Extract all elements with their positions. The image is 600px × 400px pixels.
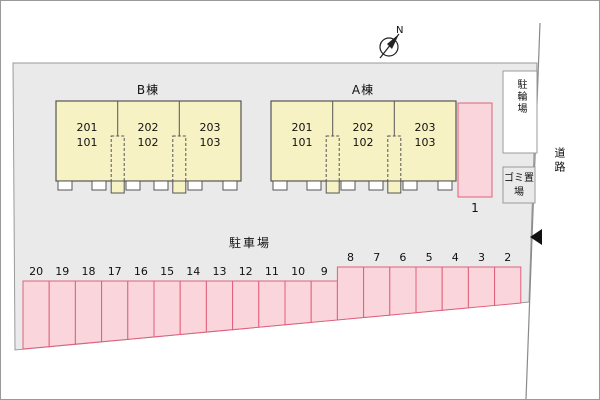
parking-area-label: 駐車場: [228, 236, 271, 250]
stairwell: [325, 135, 340, 182]
parking-stall-number: 17: [107, 265, 122, 278]
unit-room-lower: 102: [352, 136, 374, 149]
unit-room-lower: 103: [199, 136, 221, 149]
parking-stall: [389, 266, 417, 316]
unit-label-b1: 201 101: [67, 120, 107, 150]
parking-stall: [205, 280, 234, 333]
entrance-porch: [125, 180, 141, 191]
road-label: 道路: [553, 147, 566, 175]
unit-room-upper: 202: [137, 121, 159, 134]
parking-stall-number: 3: [477, 251, 485, 264]
unit-label-a3: 203 103: [405, 120, 445, 150]
bicycle-parking-box: [502, 70, 538, 154]
bicycle-parking-label: 駐輪場: [515, 79, 526, 115]
parking-stall-number: 10: [291, 265, 306, 278]
parking-space-1-number: 1: [471, 201, 479, 215]
stairwell: [172, 135, 187, 182]
parking-stall-number: 6: [399, 251, 407, 264]
unit-room-lower: 103: [414, 136, 436, 149]
parking-stall: [310, 280, 338, 323]
parking-stall-number: 20: [29, 265, 44, 278]
parking-stall: [494, 266, 522, 306]
parking-space-1: [457, 102, 493, 198]
entrance-porch: [340, 180, 356, 191]
north-label: N: [396, 25, 404, 36]
parking-stall-number: 12: [238, 265, 253, 278]
unit-room-upper: 203: [199, 121, 221, 134]
building-b-outline: [55, 100, 242, 182]
stairwell-landing: [110, 180, 125, 194]
parking-stall-number: 2: [504, 251, 512, 264]
parking-stall: [467, 266, 496, 309]
stairwell-landing: [325, 180, 340, 194]
parking-stall-number: 14: [186, 265, 201, 278]
building-a: [270, 100, 457, 194]
road-line: [525, 22, 541, 399]
building-a-name: A棟: [351, 83, 375, 97]
unit-room-upper: 202: [352, 121, 374, 134]
parking-stall-number: 11: [264, 265, 279, 278]
parking-stall: [232, 280, 260, 331]
parking-stall-number: 4: [451, 251, 459, 264]
entrance-porch: [437, 180, 453, 191]
entrance-porch: [153, 180, 169, 191]
parking-stall: [127, 280, 155, 340]
entrance-porch: [91, 180, 107, 191]
parking-stall: [48, 280, 76, 348]
entrance-porch: [222, 180, 238, 191]
unit-label-b3: 203 103: [190, 120, 230, 150]
parking-stall-number: 15: [160, 265, 175, 278]
unit-label-b2: 202 102: [128, 120, 168, 150]
parking-stall-number: 8: [346, 251, 354, 264]
parking-stall-number: 5: [425, 251, 433, 264]
parking-stall-number: 7: [373, 251, 381, 264]
entrance-porch: [402, 180, 418, 191]
stairwell-landing: [172, 180, 187, 194]
entrance-porch: [306, 180, 322, 191]
unit-label-a2: 202 102: [343, 120, 383, 150]
entrance-porch: [272, 180, 288, 191]
parking-stall: [22, 280, 50, 350]
unit-label-a1: 201 101: [282, 120, 322, 150]
parking-stall: [415, 266, 443, 314]
entrance-porch: [57, 180, 73, 191]
unit-room-lower: 101: [291, 136, 313, 149]
parking-stall: [336, 266, 365, 321]
entrance-porch: [368, 180, 384, 191]
parking-stalls: [22, 266, 522, 350]
parking-stall: [363, 266, 391, 319]
unit-room-lower: 101: [76, 136, 98, 149]
garbage-area-box: [502, 166, 536, 204]
parking-stall-number: 19: [55, 265, 70, 278]
building-b-name: B棟: [136, 83, 160, 97]
entrance-porch: [187, 180, 203, 191]
parking-stall: [441, 266, 469, 311]
stairwell-landing: [387, 180, 402, 194]
parking-stall: [153, 280, 181, 338]
building-b: [55, 100, 242, 194]
parking-stall-number: 16: [133, 265, 148, 278]
parking-stall: [74, 280, 103, 345]
building-a-outline: [270, 100, 457, 182]
unit-room-upper: 201: [76, 121, 98, 134]
entrance-marker-icon: [530, 229, 542, 245]
unit-room-lower: 102: [137, 136, 159, 149]
parking-stall: [101, 280, 129, 343]
parking-stall-number: 18: [81, 265, 96, 278]
parking-stall: [284, 280, 312, 326]
stairwell: [110, 135, 125, 182]
unit-room-upper: 201: [291, 121, 313, 134]
garbage-area-label: ゴミ置場: [504, 173, 534, 198]
parking-stall-number: 13: [212, 265, 227, 278]
north-arrow-icon: [379, 33, 400, 59]
unit-room-upper: 203: [414, 121, 436, 134]
parking-stall: [258, 280, 286, 328]
stairwell: [387, 135, 402, 182]
parking-stall: [179, 280, 207, 336]
parking-stall-number: 9: [320, 265, 328, 278]
